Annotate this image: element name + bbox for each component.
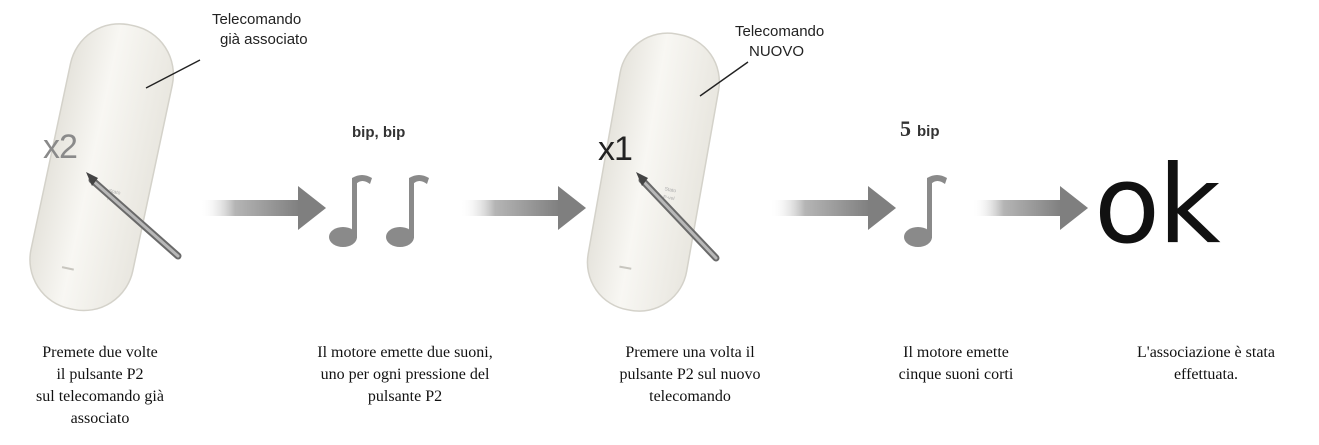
musical-note-icon <box>386 175 429 247</box>
callout-line <box>145 59 201 89</box>
caption-line: effettuata. <box>1173 366 1239 383</box>
musical-note-icon <box>904 175 947 247</box>
callout-label: Telecomando NUOVO <box>735 22 824 62</box>
caption-line: uno per ogni pressione del <box>320 366 490 383</box>
right-arrow-icon <box>770 186 896 230</box>
step-1-caption: Premete due volte il pulsante P2 sul tel… <box>0 342 210 430</box>
caption-line: il pulsante P2 <box>56 366 144 383</box>
caption-line: Il motore emette <box>903 344 1009 361</box>
caption-line: sul telecomando già <box>36 388 164 405</box>
press-count-label: x1 <box>598 130 633 168</box>
caption-line: associato <box>70 410 130 427</box>
step-2-caption: Il motore emette due suoni, uno per ogni… <box>295 342 515 408</box>
remote-control-icon: Stato P-vel <box>29 23 175 312</box>
right-arrow-icon <box>460 186 586 230</box>
callout-line-1: Telecomando <box>212 11 302 28</box>
caption-line: pulsante P2 sul nuovo <box>619 366 761 383</box>
musical-note-icon <box>329 175 372 247</box>
right-arrow-icon <box>200 186 326 230</box>
callout-line-1: Telecomando <box>735 23 825 40</box>
callout-line-2: NUOVO <box>749 43 805 60</box>
caption-line: cinque suoni corti <box>898 366 1014 383</box>
ok-result: ok <box>1094 143 1221 268</box>
beep-label: bip, bip <box>352 124 406 141</box>
press-count-label: x2 <box>43 128 78 166</box>
caption-line: L'associazione è stata <box>1137 344 1275 361</box>
step-5-caption: L'associazione è stata effettuata. <box>1096 342 1316 386</box>
callout-label: Telecomando già associato <box>212 10 308 50</box>
beep-count: 5 <box>900 116 911 141</box>
caption-line: Il motore emette due suoni, <box>317 344 493 361</box>
caption-line: telecomando <box>649 388 731 405</box>
stylus-icon <box>86 172 182 260</box>
stylus-icon <box>636 172 720 262</box>
caption-line: pulsante P2 <box>367 388 443 405</box>
svg-text:Stato: Stato <box>664 186 677 194</box>
caption-line: Premere una volta il <box>625 344 755 361</box>
caption-line: Premete due volte <box>42 344 158 361</box>
beep-word: bip <box>917 123 940 140</box>
step-4-caption: Il motore emette cinque suoni corti <box>846 342 1066 386</box>
svg-text:Stato: Stato <box>108 188 121 196</box>
callout-line <box>699 61 749 97</box>
callout-line-2: già associato <box>220 31 308 48</box>
beep-count-label: 5 bip <box>900 116 940 142</box>
step-3-caption: Premere una volta il pulsante P2 sul nuo… <box>580 342 800 408</box>
remote-control-icon: Stato P-vel <box>586 32 721 312</box>
svg-text:P-vel: P-vel <box>663 194 675 202</box>
right-arrow-icon <box>972 186 1088 230</box>
